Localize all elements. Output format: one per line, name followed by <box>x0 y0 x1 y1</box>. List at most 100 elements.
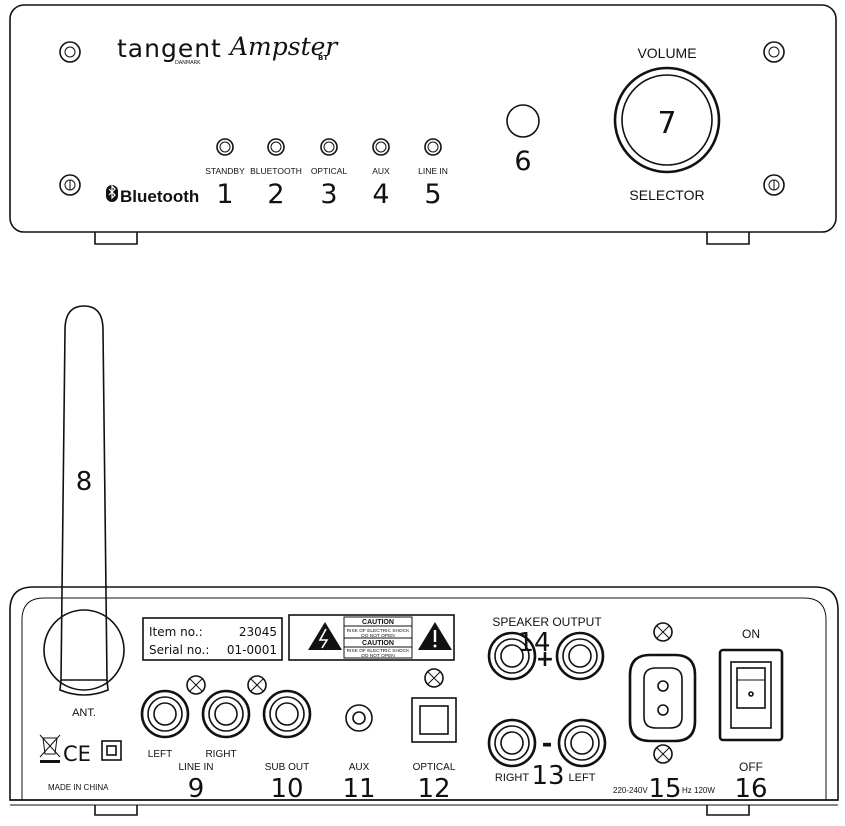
rear-panel-inset <box>21 597 827 800</box>
serial-no-label: Serial no.: <box>149 643 209 657</box>
weee-bin-icon <box>39 734 61 763</box>
caution-line-1b: DO NOT OPEN <box>361 633 395 639</box>
button-label-standby: STANDBY <box>205 166 245 176</box>
ampster-logo: Ampster <box>228 32 339 61</box>
front-button-bluetooth[interactable] <box>267 138 285 156</box>
speaker-plus-sign: + <box>536 647 554 672</box>
aux-label: AUX <box>349 762 370 773</box>
button-label-optical: OPTICAL <box>311 166 348 176</box>
speaker-terminal-plus-left[interactable] <box>555 631 605 681</box>
screw-icon <box>653 744 673 764</box>
front-button-line-in[interactable] <box>424 138 442 156</box>
callout-16: 16 <box>734 774 767 804</box>
made-in-label: MADE IN CHINA <box>48 783 109 792</box>
callout-10: 10 <box>270 774 303 804</box>
caution-line-2b: DO NOT OPEN <box>361 653 395 659</box>
item-no-value: 23045 <box>239 625 277 639</box>
line-in-right-label: RIGHT <box>205 749 236 760</box>
caution-line-1a: RISK OF ELECTRIC SHOCK <box>347 628 410 634</box>
front-panel-body <box>9 4 837 233</box>
front-button-optical[interactable] <box>320 138 338 156</box>
speaker-output-label: SPEAKER OUTPUT <box>492 615 602 629</box>
speaker-terminal-minus-left[interactable] <box>557 718 607 768</box>
tangent-logo: tangent <box>117 34 222 63</box>
tangent-logo-sub: DANMARK <box>175 60 201 66</box>
callout-12: 12 <box>417 774 450 804</box>
button-label-line-in: LINE IN <box>418 166 448 176</box>
button-label-aux: AUX <box>372 166 390 176</box>
speaker-terminal-minus-right[interactable] <box>487 718 537 768</box>
screw-icon <box>186 675 206 695</box>
switch-off-label: OFF <box>739 760 763 774</box>
ir-sensor <box>506 104 540 138</box>
bluetooth-icon <box>106 184 118 202</box>
caution-label <box>288 614 455 661</box>
callout-3: 3 <box>320 179 337 210</box>
screw-icon <box>763 41 785 63</box>
rear-foot-right <box>706 805 750 816</box>
button-label-bluetooth: BLUETOOTH <box>250 166 302 176</box>
rear-foot-left <box>94 805 138 816</box>
caution-title-2: CAUTION <box>362 640 394 647</box>
callout-4: 4 <box>372 179 389 210</box>
front-button-aux[interactable] <box>372 138 390 156</box>
screw-icon <box>247 675 267 695</box>
sub-out-jack[interactable] <box>262 689 312 739</box>
speaker-right-label: RIGHT <box>495 772 530 784</box>
front-foot-right <box>706 232 750 245</box>
selector-label: SELECTOR <box>629 187 704 203</box>
callout-8: 8 <box>76 467 93 497</box>
aux-jack[interactable] <box>345 704 373 732</box>
item-serial-label <box>142 617 283 661</box>
callout-1: 1 <box>216 179 233 210</box>
optical-label: OPTICAL <box>413 762 456 773</box>
caution-title-1: CAUTION <box>362 619 394 626</box>
serial-no-value: 01-0001 <box>227 643 277 657</box>
optical-input-port[interactable] <box>411 697 457 743</box>
line-in-label: LINE IN <box>178 762 213 773</box>
front-foot-left <box>94 232 138 245</box>
speaker-terminal-plus-right[interactable] <box>487 631 537 681</box>
volume-label: VOLUME <box>637 45 696 61</box>
shock-warning-icon <box>308 622 342 650</box>
front-panel: tangent DANMARK Ampster BT Bluetooth STA… <box>9 4 837 245</box>
power-inlet[interactable] <box>628 653 697 743</box>
rear-panel-body <box>9 586 839 801</box>
volume-selector-knob[interactable] <box>613 66 721 174</box>
callout-7: 7 <box>657 106 676 141</box>
power-spec-label: Hz 120W <box>682 786 715 795</box>
antenna <box>43 305 125 696</box>
screw-icon <box>424 668 444 688</box>
screw-icon <box>653 622 673 642</box>
line-in-left-label: LEFT <box>148 749 172 760</box>
rear-panel: 8 ANT. Item no.: 23045 Serial no.: 01-00… <box>9 305 839 816</box>
sub-out-label: SUB OUT <box>265 762 309 773</box>
double-insulation-icon <box>101 740 122 761</box>
front-button-standby[interactable] <box>216 138 234 156</box>
power-switch[interactable] <box>718 648 784 742</box>
ce-mark: CE <box>63 742 91 766</box>
callout-13: 13 <box>531 761 564 791</box>
screw-icon <box>59 174 81 196</box>
line-in-right-jack[interactable] <box>201 689 251 739</box>
callout-6: 6 <box>514 146 531 177</box>
ampster-logo-suffix: BT <box>318 54 328 62</box>
callout-2: 2 <box>267 179 284 210</box>
screw-icon <box>763 174 785 196</box>
power-voltage-label: 220-240V <box>613 786 648 795</box>
speaker-left-label: LEFT <box>569 772 596 784</box>
caution-line-2a: RISK OF ELECTRIC SHOCK <box>347 648 410 654</box>
speaker-minus-sign: - <box>542 729 553 759</box>
line-in-left-jack[interactable] <box>140 689 190 739</box>
callout-5: 5 <box>424 179 441 210</box>
volume-selector-knob-inner <box>621 74 713 166</box>
bluetooth-logo: Bluetooth <box>120 187 199 206</box>
antenna-label: ANT. <box>72 707 96 719</box>
screw-icon <box>59 41 81 63</box>
switch-on-label: ON <box>742 627 760 641</box>
callout-15: 15 <box>648 774 681 804</box>
item-no-label: Item no.: <box>149 625 203 639</box>
callout-9: 9 <box>188 774 205 804</box>
callout-11: 11 <box>342 774 375 804</box>
